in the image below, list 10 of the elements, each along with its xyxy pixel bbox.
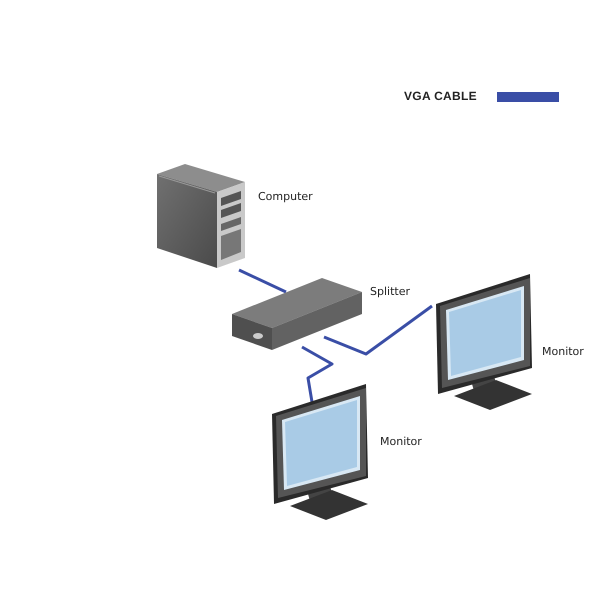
device-label: Computer — [258, 190, 313, 203]
device-label: Monitor — [542, 345, 584, 358]
computer-tower-drawing — [155, 162, 247, 270]
device-label: Monitor — [380, 435, 422, 448]
legend-label: VGA CABLE — [404, 89, 477, 103]
cable-line — [323, 304, 433, 356]
cable-line — [301, 346, 334, 402]
cable-line — [238, 268, 287, 294]
splitter-box-drawing — [230, 276, 364, 352]
device-label: Splitter — [370, 285, 410, 298]
